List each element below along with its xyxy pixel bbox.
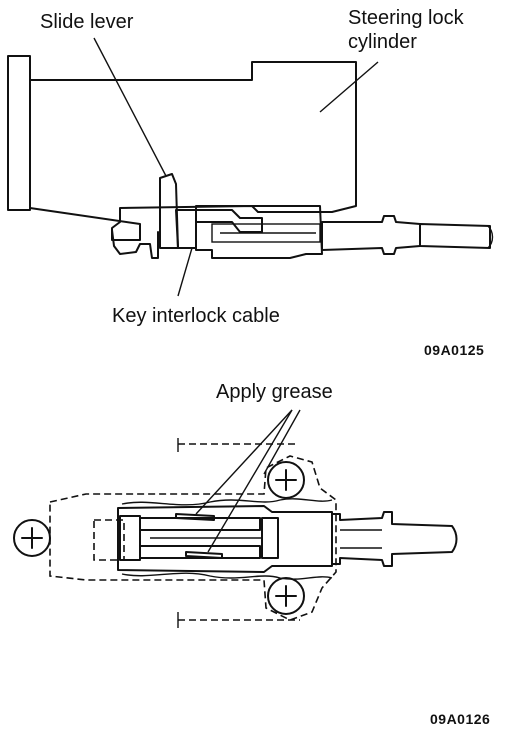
cable-end-holder	[117, 505, 333, 573]
outer-cable	[419, 223, 491, 249]
cylinder-leader	[319, 61, 379, 113]
grease-leader-3	[263, 409, 301, 475]
screw-left	[13, 519, 51, 557]
body-lip	[111, 229, 159, 259]
cable-leader	[177, 247, 193, 297]
steering-lock-label-1: Steering lock	[348, 7, 465, 29]
cable-inner-tube	[211, 223, 321, 243]
figure-code-top: 09A0125	[424, 342, 484, 358]
figure-code-bottom: 09A0126	[430, 711, 490, 727]
slide-lever-leader	[93, 37, 167, 177]
slide-lever-arm	[175, 209, 263, 249]
top-figure: Slide lever Steering lock cylinder Key i…	[7, 7, 494, 358]
bottom-conduit	[331, 511, 458, 567]
cable-conduit	[321, 215, 421, 255]
grease-lower	[185, 551, 223, 559]
mounting-plate	[7, 55, 31, 211]
grease-leader-1	[195, 409, 293, 515]
cable-end	[119, 515, 141, 561]
slide-lever-label: Slide lever	[40, 11, 134, 33]
grease-upper	[175, 513, 215, 521]
key-interlock-label: Key interlock cable	[112, 305, 280, 327]
screw-bottom-right	[267, 577, 305, 615]
steering-lock-body	[29, 61, 357, 241]
apply-grease-label: Apply grease	[216, 381, 333, 403]
bottom-figure: Apply grease 09A0126	[13, 381, 490, 727]
cable-housing	[195, 205, 323, 259]
socket-dashed	[93, 519, 125, 561]
cable-collar	[261, 517, 279, 559]
screw-top-right	[267, 461, 305, 499]
bracket-outline	[49, 455, 337, 621]
steering-lock-label-2: cylinder	[348, 31, 417, 53]
grease-leader-2	[207, 409, 293, 553]
